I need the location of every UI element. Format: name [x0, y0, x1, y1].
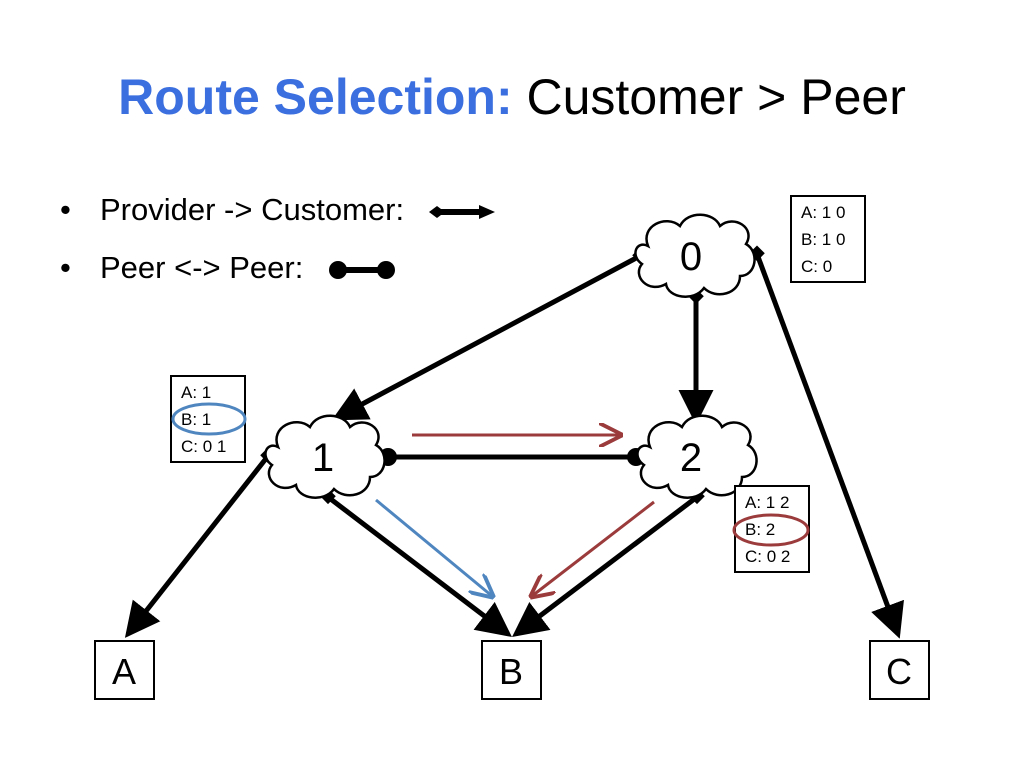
routing-table-0: A: 1 0 B: 1 0 C: 0 [790, 195, 866, 283]
edge-1-to-b [326, 495, 512, 638]
edge-2-to-b [512, 495, 699, 638]
slide-title: Route Selection: Customer > Peer [0, 62, 1024, 132]
as-node-0: 0 [634, 213, 756, 298]
dest-box-b: B [481, 640, 542, 700]
bullet-peer: Peer <-> Peer: [60, 246, 497, 304]
edge-0-to-1 [331, 253, 642, 421]
title-rest: Customer > Peer [512, 69, 906, 125]
routing-table-1: A: 1 B: 1 C: 0 1 [170, 375, 247, 463]
as-node-1: 1 [264, 414, 386, 499]
edge-0-to-c [754, 253, 904, 639]
route-arrow-2-to-b [532, 500, 655, 596]
title-accent: Route Selection: [118, 69, 513, 125]
table-row: C: 0 2 [745, 547, 790, 566]
table-row: B: 2 [745, 520, 775, 539]
cloud-icon [634, 213, 756, 298]
provider-customer-arrow-icon [428, 204, 495, 219]
table-row: A: 1 0 [801, 203, 845, 222]
cloud-icon [264, 414, 386, 499]
bullet-label: Peer <-> Peer: [100, 250, 304, 285]
as-node-2: 2 [636, 414, 758, 499]
table-row: B: 1 0 [801, 230, 845, 249]
table-row: C: 0 1 [181, 437, 226, 456]
legend-bullets: Provider -> Customer: Peer <-> Peer: [60, 188, 497, 304]
routing-table-2: A: 1 2 B: 2 C: 0 2 [732, 485, 810, 573]
table-row: B: 1 [181, 410, 211, 429]
table-row: C: 0 [801, 257, 832, 276]
table-row: A: 1 2 [745, 493, 789, 512]
bullet-provider-customer: Provider -> Customer: [60, 188, 497, 246]
table-row: A: 1 [181, 383, 211, 402]
selected-route-highlight [171, 402, 247, 436]
node-label: 0 [680, 235, 702, 279]
dest-box-a: A [94, 640, 155, 700]
node-label: 1 [312, 436, 334, 480]
selected-route-highlight [732, 513, 810, 547]
route-arrow-1-to-b [375, 498, 492, 596]
cloud-icon [636, 414, 758, 499]
node-label: 2 [680, 436, 702, 480]
dest-label: B [499, 651, 523, 692]
dest-box-c: C [869, 640, 930, 700]
dest-label: C [886, 651, 912, 692]
bullet-label: Provider -> Customer: [100, 192, 405, 227]
dest-label: A [112, 651, 136, 692]
edge-1-to-a [124, 454, 270, 638]
peer-link-icon [328, 260, 395, 279]
